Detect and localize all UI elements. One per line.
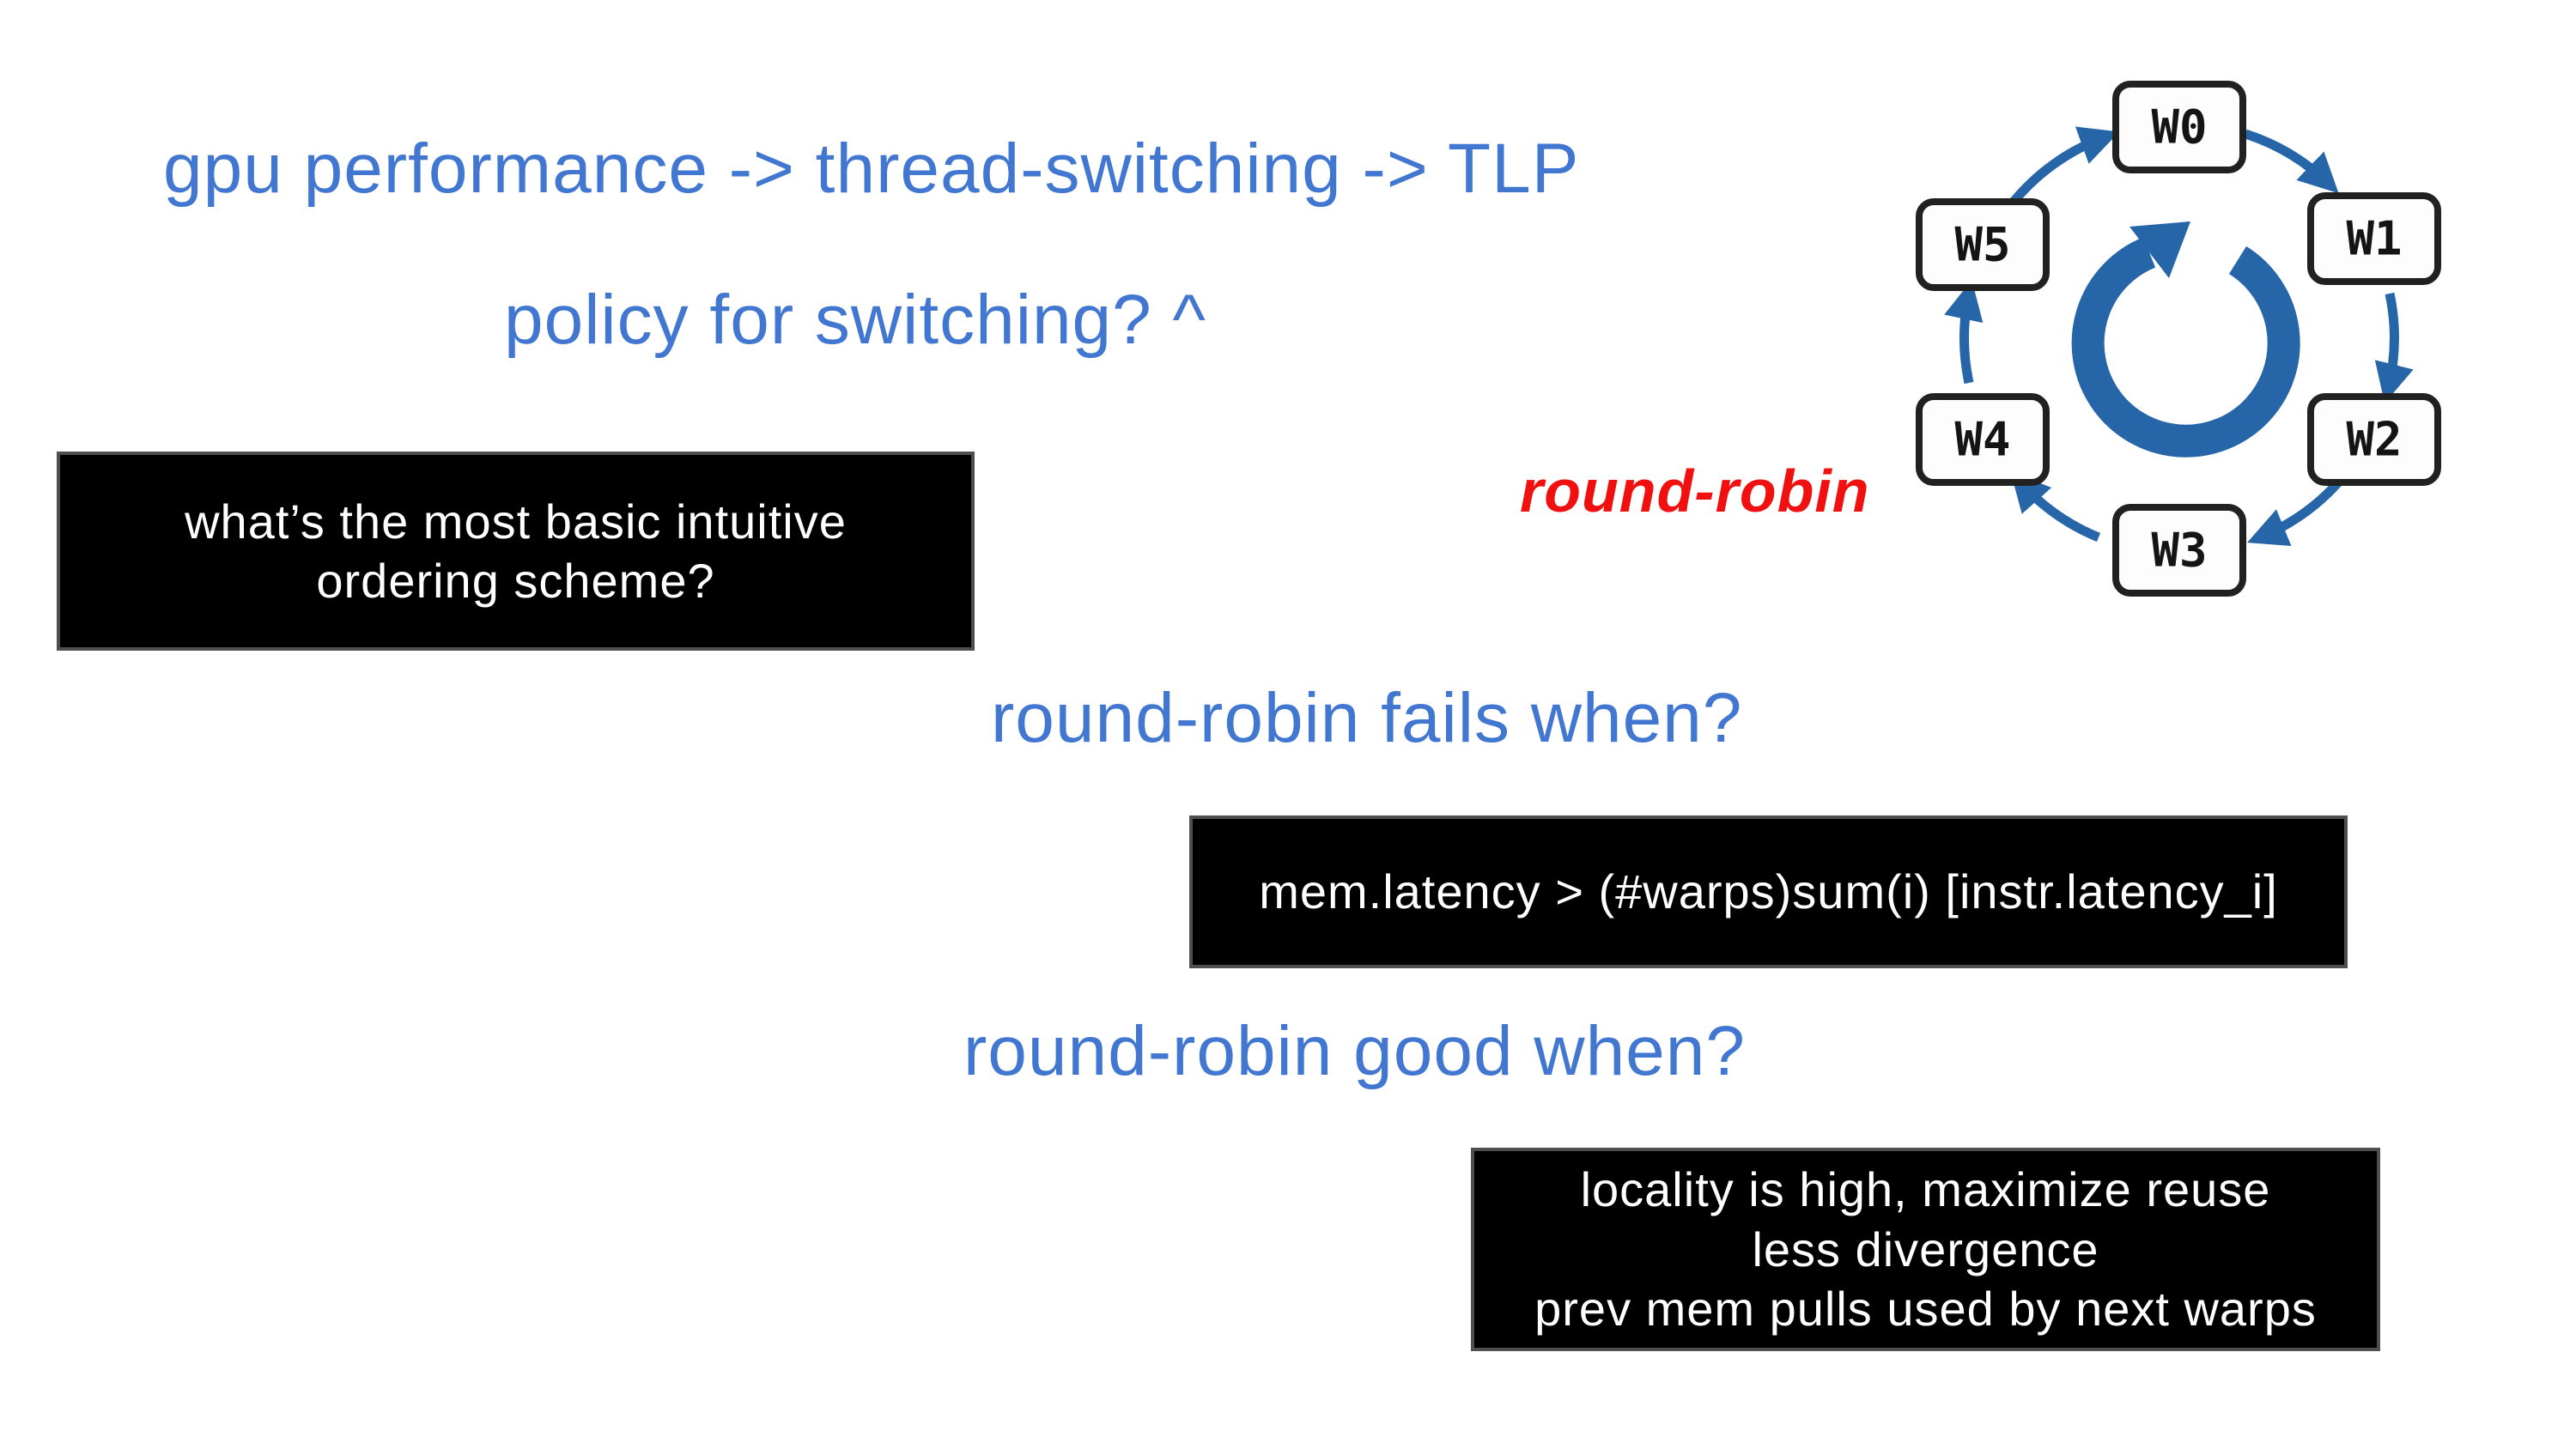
answer-line: mem.latency > (#warps)sum(i) [instr.late… — [1259, 864, 2278, 919]
answer-line: less divergence — [1752, 1222, 2099, 1276]
warp-node-w2: W2 — [2307, 393, 2441, 486]
warp-label: W1 — [2346, 212, 2402, 266]
answer-line: prev mem pulls used by next warps — [1534, 1282, 2317, 1337]
fails-question-heading: round-robin fails when? — [991, 679, 1743, 757]
arrow-w5-w0 — [2006, 126, 2120, 209]
warp-node-w4: W4 — [1916, 393, 2050, 486]
warp-node-w0: W0 — [2112, 81, 2246, 173]
round-robin-annotation: round-robin — [1520, 458, 1870, 524]
rotation-ring-icon — [2071, 221, 2300, 458]
warp-node-w3: W3 — [2112, 504, 2246, 597]
policy-question-heading: policy for switching? ^ — [504, 281, 1207, 359]
answer-line: locality is high, maximize reuse — [1580, 1162, 2271, 1217]
arrow-w4-w5 — [1944, 280, 1984, 385]
arrow-w0-w1 — [2244, 129, 2339, 194]
warp-node-w5: W5 — [1916, 198, 2050, 291]
answer-box-basic-scheme[interactable]: what’s the most basic intuitive ordering… — [57, 452, 975, 651]
answer-line: what’s the most basic intuitive — [185, 494, 847, 549]
answer-box-fails-when[interactable]: mem.latency > (#warps)sum(i) [instr.late… — [1189, 815, 2348, 968]
arrow-w1-w2 — [2374, 292, 2414, 403]
warp-label: W2 — [2346, 413, 2402, 467]
warp-node-w1: W1 — [2307, 192, 2441, 285]
arrow-w3-w4 — [2010, 470, 2101, 543]
arrow-w2-w3 — [2247, 478, 2343, 547]
warp-label: W5 — [1954, 218, 2010, 272]
answer-line: ordering scheme? — [316, 554, 715, 608]
topic-heading: gpu performance -> thread-switching -> T… — [163, 130, 1580, 208]
warp-label: W4 — [1954, 413, 2010, 467]
cycle-arrows — [1944, 126, 2414, 547]
warp-label: W3 — [2151, 524, 2207, 578]
answer-box-good-when[interactable]: locality is high, maximize reuse less di… — [1471, 1148, 2380, 1351]
round-robin-cycle-diagram: W0 W1 W2 W3 W4 W5 — [1916, 81, 2441, 597]
good-question-heading: round-robin good when? — [963, 1012, 1746, 1090]
warp-label: W0 — [2151, 100, 2207, 155]
